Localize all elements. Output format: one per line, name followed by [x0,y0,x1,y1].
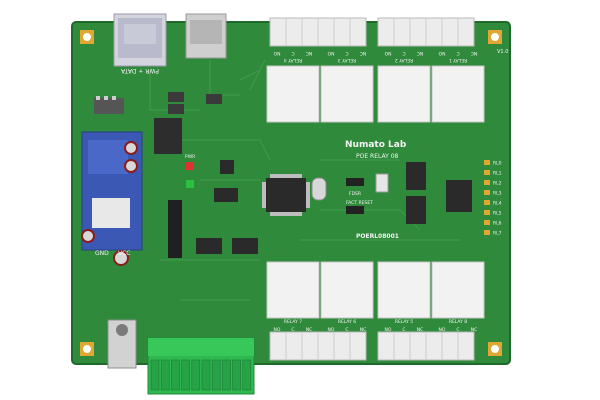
terminal-label: NC [360,327,367,333]
indicator-led-label: RL0 [493,161,502,167]
relay-label: RELAY 8 [449,319,467,325]
indicator-led [484,200,490,205]
relay-label: RELAY 7 [284,319,302,325]
product-name: POE RELAY 08 [356,153,399,160]
port-label: PWR + DATA [120,67,159,74]
relay [377,261,431,319]
dc-power-jack [107,319,137,369]
gpio-terminal-connector [147,337,255,395]
mounting-holes [80,30,502,356]
terminal-label: NO [438,50,445,56]
vcc-label: VCC [118,250,130,257]
fact-reset-header [346,206,364,214]
terminal-label: NO [439,327,446,333]
top-relays: RELAY 4 NO C NC RELAY 3 NO C NC RELAY 2 NO C NC RELA… [266,17,485,123]
relay [266,65,320,123]
gpio-pin [242,359,252,391]
terminal-label: NO [328,327,335,333]
terminal-label: NO [384,50,391,56]
poe-module [81,131,143,266]
relay [431,261,485,319]
terminal-label: NO [274,327,281,333]
brand-logo: Numato Lab [345,140,407,150]
gnd-label: GND [95,250,109,257]
relay [320,65,374,123]
version-label: V1.0 [497,49,508,55]
gpio-pin [160,359,170,391]
indicator-led-label: RL2 [493,181,502,187]
indicator-led [484,220,490,225]
relay [431,65,485,123]
relay-label: RELAY 2 [395,57,413,63]
terminal-label: NO [385,327,392,333]
gpio-pin [222,359,231,391]
gpio-pin [181,359,190,391]
relay-label: RELAY 6 [338,319,356,325]
gpio-pin [201,359,211,391]
terminal-label: NC [306,50,313,56]
indicator-led-label: RL4 [493,201,502,207]
indicator-led-label: RL5 [493,211,502,217]
terminal-label: C [291,327,294,333]
terminal-label: C [345,327,348,333]
fact-reset-label: FACT RESET [346,200,373,206]
relay [266,261,320,319]
indicator-led [484,160,490,165]
fdsr-header [346,178,364,186]
relay [377,65,431,123]
terminal-label: NC [471,327,478,333]
pin-header [168,200,182,258]
relay-label: RELAY 4 [284,57,302,63]
indicator-led-label: RL7 [493,231,502,237]
indicator-led [484,180,490,185]
relay-label: RELAY 3 [338,57,356,63]
microcontroller [262,174,310,216]
small-components [94,92,222,154]
relay [320,261,374,319]
terminal-label: C [456,327,459,333]
terminal-label: NC [471,50,478,56]
fdsr-label: FDSR [349,191,361,197]
usb-jack [185,13,227,59]
indicator-led [484,170,490,175]
indicator-led [484,230,490,235]
gpio-pin [171,359,180,391]
terminal-label: NC [417,50,424,56]
terminal-label: NO [327,50,334,56]
terminal-label: C [345,50,348,56]
terminal-label: C [402,50,405,56]
ethernet-jack [113,13,167,67]
relay-label: RELAY 5 [395,319,413,325]
indicator-led [484,190,490,195]
terminal-label: NC [360,50,367,56]
indicator-led-label: RL3 [493,191,502,197]
terminal-label: NC [306,327,313,333]
pwr-label: PWR [185,154,195,160]
gpio-pin [211,359,221,391]
terminal-label: C [456,50,459,56]
relay-label: RELAY 1 [449,57,467,63]
indicator-led [484,210,490,215]
terminal-label: NO [273,50,280,56]
status-leds [186,162,194,188]
gpio-pin [150,359,160,391]
gpio-pin [191,359,201,391]
terminal-label: C [402,327,405,333]
gpio-pin [232,359,241,391]
indicator-led-label: RL6 [493,221,502,227]
part-number: POERL08001 [356,233,399,240]
crystal [311,177,327,201]
terminal-label: NC [417,327,424,333]
indicator-led-label: RL1 [493,171,502,177]
driver-ics [196,160,472,254]
terminal-label: C [291,50,294,56]
